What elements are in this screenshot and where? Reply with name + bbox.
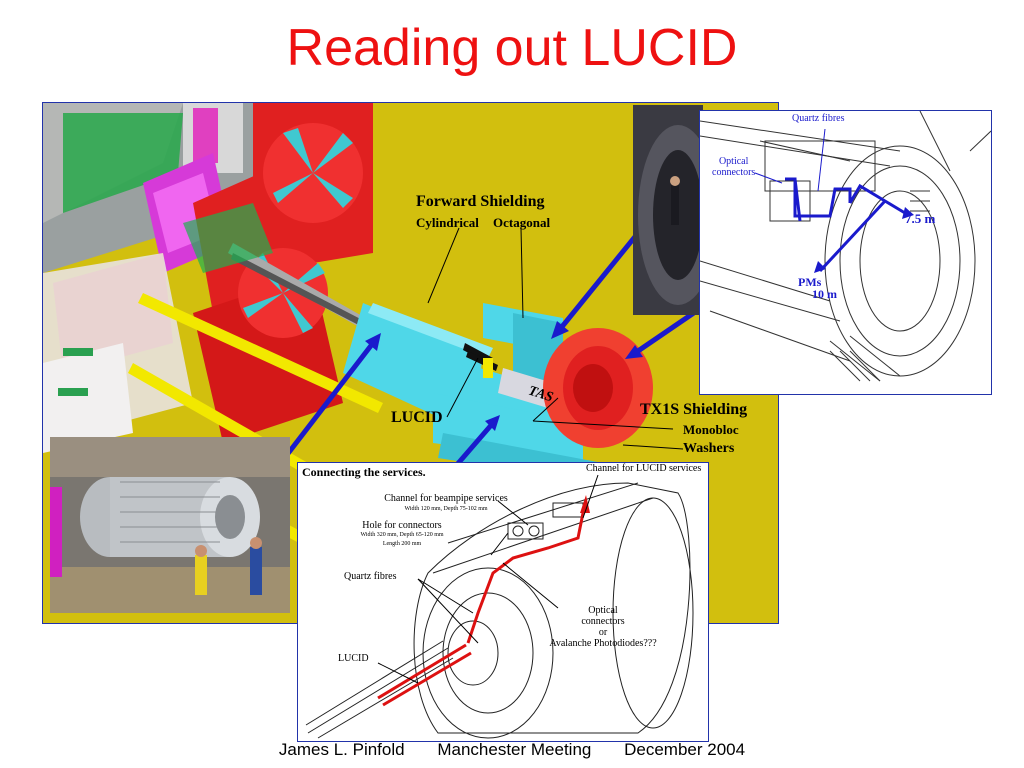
beampipe-dims-label: Width 120 mm, Depth 75-102 mm [404,506,488,512]
optical-label-line3: or [598,627,608,638]
optical-connectors-label-top: Optical connectors [712,156,755,178]
fibre-routing-lineart [700,111,991,382]
footer-author: James L. Pinfold [278,740,405,759]
optical-label-line1: Optical [588,605,618,616]
pms-label: PMs 10 m [798,276,837,300]
lucid-label-services: LUCID [338,653,369,664]
services-drawing: Connecting the services. Channel for LUC… [297,462,709,742]
hole-connectors-annotation: Hole for connectors Width 320 mm, Depth … [342,521,462,549]
factory-photo-image [50,437,290,613]
hole-dims-label-1: Width 320 mm, Depth 65-120 mm [360,532,444,538]
lucid-channel-label: Channel for LUCID services [586,463,702,474]
beampipe-channel-label: Channel for beampipe services [384,493,508,504]
optical-connectors-annotation: Optical connectors or Avalanche Photodio… [538,605,668,649]
footer-date: December 2004 [624,740,746,759]
monobloc-label: Monobloc [683,422,739,437]
footer-meeting: Manchester Meeting [437,740,592,759]
beampipe-channel-annotation: Channel for beampipe services Width 120 … [376,493,516,515]
distance-10m-label: 10 m [812,287,837,301]
factory-photo [50,437,290,613]
pms-label-text: PMs [798,275,822,289]
fibre-routing-drawing: Quartz fibres Optical connectors 7.5 m P… [699,110,992,395]
slide-footer: James L. Pinfold Manchester Meeting Dece… [0,740,1024,760]
washers-label: Washers [683,441,735,456]
services-heading: Connecting the services. [302,465,426,479]
optical-connectors-label-line1: Optical [718,156,749,167]
cylindrical-label: Cylindrical [416,215,479,230]
optical-label-line2: connectors [581,616,625,627]
shielding-photo-image [633,105,703,315]
hole-connectors-label: Hole for connectors [362,520,442,531]
tx1s-shielding-label: TX1S Shielding [640,401,748,418]
services-lineart [305,474,694,739]
distance-7-5m-label: 7.5 m [905,211,936,226]
shielding-photo [633,105,703,315]
lucid-label: LUCID [391,409,443,426]
quartz-fibres-label-services: Quartz fibres [344,571,397,582]
quartz-fibres-label-top: Quartz fibres [792,113,845,124]
slide-title: Reading out LUCID [286,19,738,77]
optical-label-line4: Avalanche Photodiodes??? [549,638,657,649]
hole-dims-label-2: Length 200 mm [382,541,422,547]
forward-shielding-label: Forward Shielding [416,193,545,210]
optical-connectors-label-line2: connectors [712,167,756,178]
octagonal-label: Octagonal [493,215,551,230]
